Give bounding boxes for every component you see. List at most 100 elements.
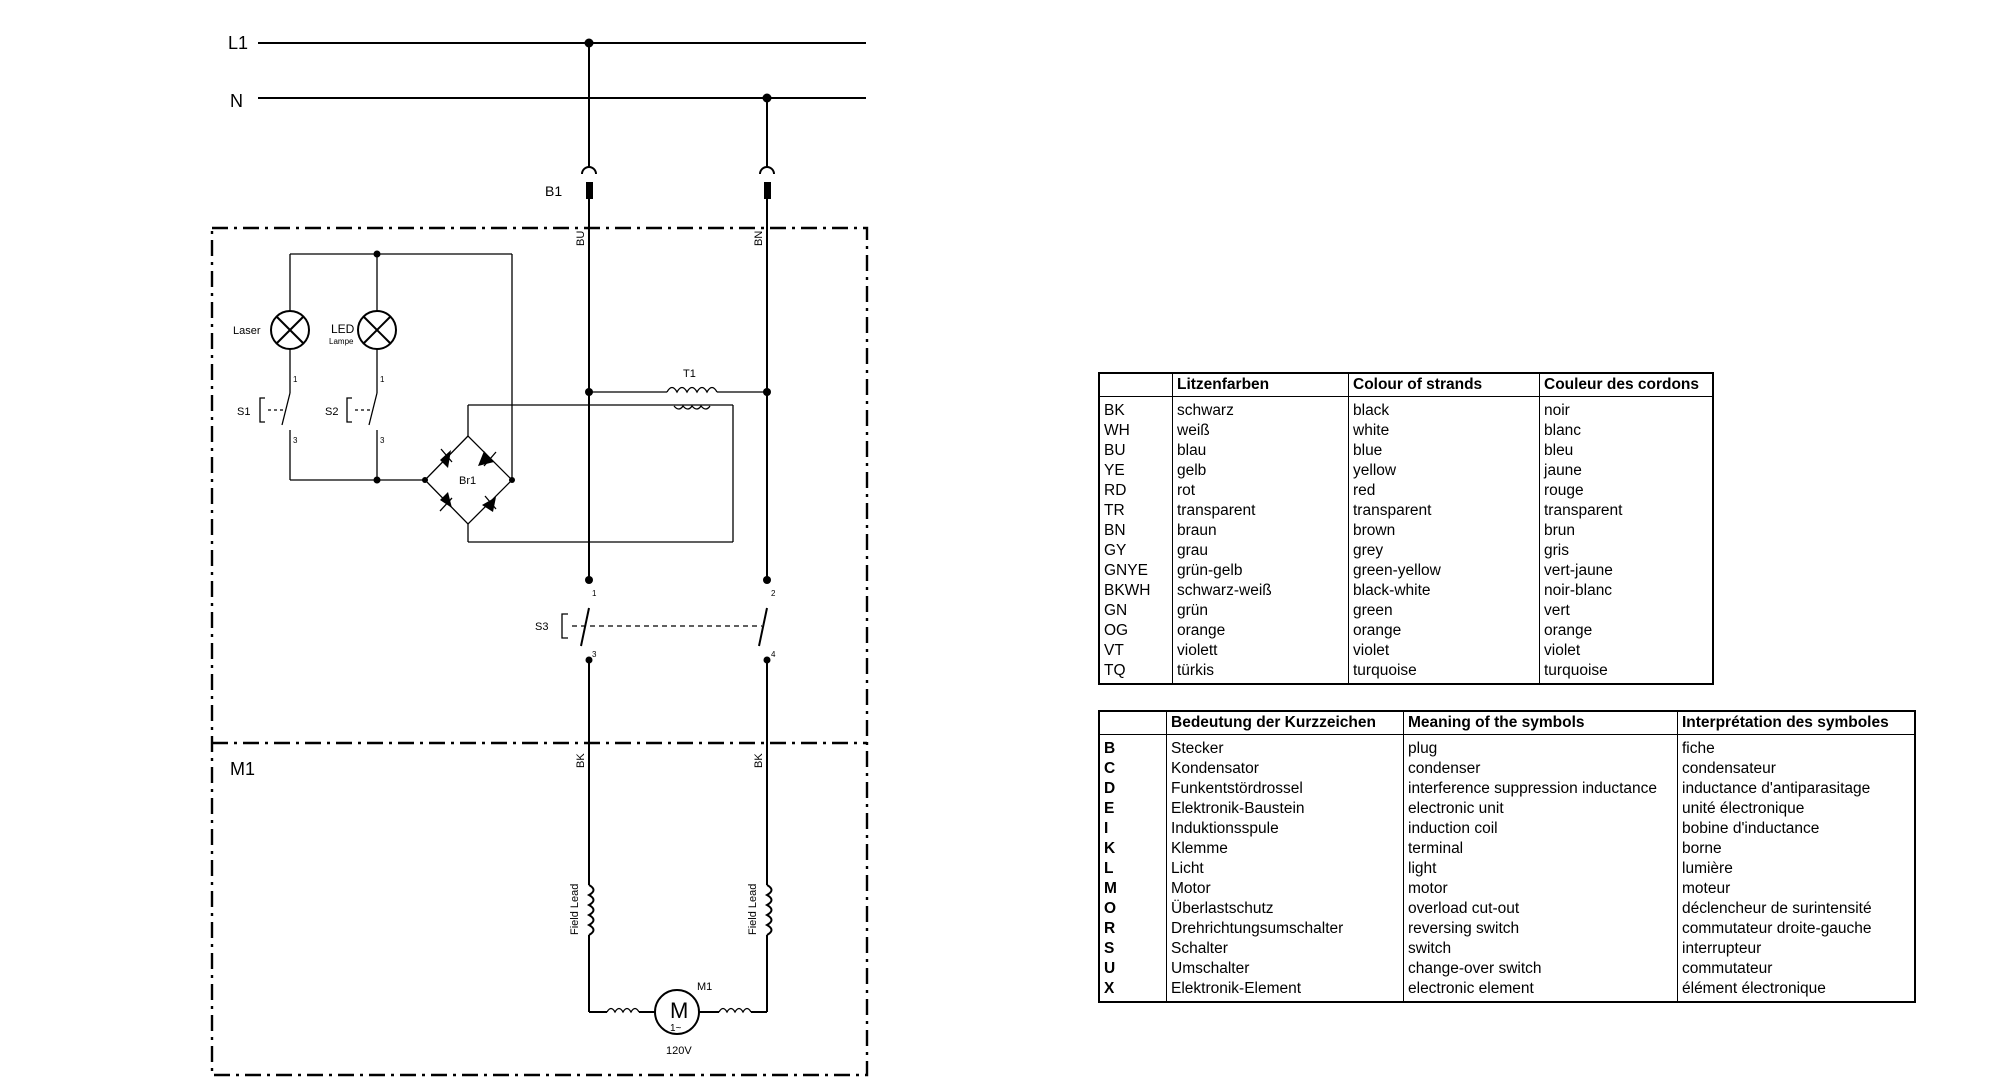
- pin-label: 1: [592, 589, 597, 598]
- table-cell: transparent: [1348, 501, 1540, 521]
- motor-coil-right: [718, 1007, 752, 1014]
- table-cell: Drehrichtungsumschalter: [1166, 919, 1404, 939]
- table-cell: schwarz-weiß: [1172, 581, 1349, 601]
- table-cell: O: [1098, 899, 1167, 919]
- table-cell: rot: [1172, 481, 1349, 501]
- table-cell: noir: [1539, 396, 1714, 421]
- table-cell: VT: [1098, 641, 1173, 661]
- table-cell: plug: [1403, 734, 1678, 759]
- s3-contact-right: [758, 607, 768, 647]
- junction-dot: [585, 388, 593, 396]
- t1-inductor-symbol: [666, 386, 718, 394]
- t1-label: T1: [683, 368, 696, 380]
- table-cell: GY: [1098, 541, 1173, 561]
- table-cell: violet: [1539, 641, 1714, 661]
- table-header: Couleur des cordons: [1539, 372, 1714, 397]
- table-cell: fiche: [1677, 734, 1916, 759]
- field-coil-right: [764, 884, 773, 936]
- table-cell: electronic element: [1403, 979, 1678, 1002]
- table-cell: Funkentstördrossel: [1166, 779, 1404, 799]
- table-cell: Elektronik-Baustein: [1166, 799, 1404, 819]
- table-cell: black: [1348, 396, 1540, 421]
- table-cell: Licht: [1166, 859, 1404, 879]
- table-cell: violet: [1348, 641, 1540, 661]
- table-cell: overload cut-out: [1403, 899, 1678, 919]
- enclosure-outline: [210, 226, 869, 1077]
- s1-label: S1: [237, 406, 250, 418]
- led-label: LED: [331, 322, 355, 336]
- plug-socket-left: [581, 166, 597, 175]
- table-cell: bleu: [1539, 441, 1714, 461]
- table-cell: Motor: [1166, 879, 1404, 899]
- table-cell: Umschalter: [1166, 959, 1404, 979]
- plug-socket-right: [759, 166, 775, 175]
- table-cell: grau: [1172, 541, 1349, 561]
- bu-label: BU: [575, 231, 587, 246]
- pin-label: 1: [293, 375, 298, 384]
- table-cell: brun: [1539, 521, 1714, 541]
- s2-label: S2: [325, 406, 338, 418]
- table-header: [1098, 710, 1167, 735]
- voltage-label: 120V: [666, 1045, 692, 1057]
- table-cell: BK: [1098, 396, 1173, 421]
- pin-label: 1: [380, 375, 385, 384]
- junction-dot: [585, 576, 593, 584]
- table-cell: green-yellow: [1348, 561, 1540, 581]
- junction-dot: [373, 476, 381, 484]
- plug-pin-left: [586, 182, 593, 199]
- table-cell: BN: [1098, 521, 1173, 541]
- table-cell: TR: [1098, 501, 1173, 521]
- table-cell: grey: [1348, 541, 1540, 561]
- table-header: Bedeutung der Kurzzeichen: [1166, 710, 1404, 735]
- table-cell: I: [1098, 819, 1167, 839]
- table-cell: green: [1348, 601, 1540, 621]
- table-cell: turquoise: [1539, 661, 1714, 684]
- table-header-row: Litzenfarben Colour of strands Couleur d…: [1098, 372, 1714, 397]
- table-cell: BU: [1098, 441, 1173, 461]
- table-cell: noir-blanc: [1539, 581, 1714, 601]
- table-cell: induction coil: [1403, 819, 1678, 839]
- table-cell: terminal: [1403, 839, 1678, 859]
- laser-lamp-symbol: [270, 310, 310, 350]
- bn-label: BN: [753, 231, 765, 246]
- table-cell: condenser: [1403, 759, 1678, 779]
- table-cell: vert: [1539, 601, 1714, 621]
- table-header: Colour of strands: [1348, 372, 1540, 397]
- table-cell: Induktionsspule: [1166, 819, 1404, 839]
- table-cell: Überlastschutz: [1166, 899, 1404, 919]
- table-cell: YE: [1098, 461, 1173, 481]
- table-cell: blau: [1172, 441, 1349, 461]
- s2-switch-symbol: [346, 392, 378, 426]
- table-cell: Klemme: [1166, 839, 1404, 859]
- field-coil-left: [586, 884, 595, 936]
- table-cell: E: [1098, 799, 1167, 819]
- table-cell: U: [1098, 959, 1167, 979]
- table-cell: borne: [1677, 839, 1916, 859]
- t1-coupled-coil: [673, 404, 711, 410]
- field-lead-left-label: Field Lead: [569, 884, 581, 935]
- table-cell: inductance d'antiparasitage: [1677, 779, 1916, 799]
- table-cell: light: [1403, 859, 1678, 879]
- table-cell: blanc: [1539, 421, 1714, 441]
- n-label: N: [230, 91, 243, 111]
- table-cell: C: [1098, 759, 1167, 779]
- table-cell: grün-gelb: [1172, 561, 1349, 581]
- table-cell: GN: [1098, 601, 1173, 621]
- motor-letter: M: [670, 998, 688, 1023]
- field-lead-right-label: Field Lead: [747, 884, 759, 935]
- table-cell: interrupteur: [1677, 939, 1916, 959]
